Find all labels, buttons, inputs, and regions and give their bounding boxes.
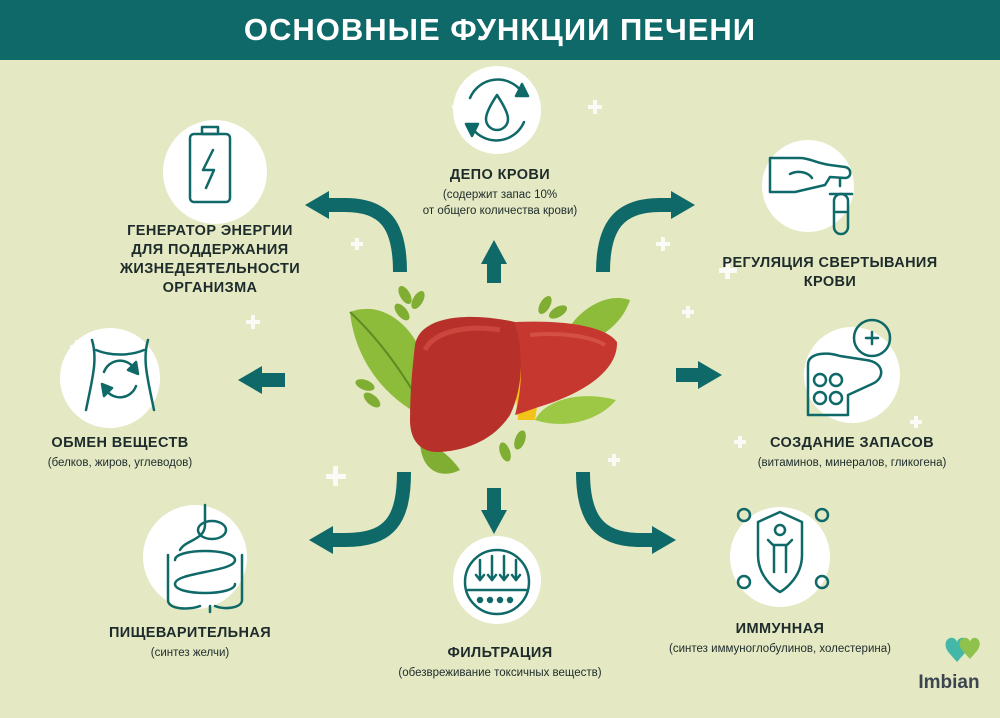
filtration-sub: (обезвреживание токсичных веществ) — [398, 667, 602, 679]
brand-name: Imbian — [918, 672, 980, 693]
block-energy: ГЕНЕРАТОР ЭНЕРГИИ ДЛЯ ПОДДЕРЖАНИЯ ЖИЗНЕД… — [95, 222, 325, 298]
block-metabolism: ОБМЕН ВЕЩЕСТВ (белков, жиров, углеводов) — [10, 434, 230, 471]
arrows — [258, 198, 702, 547]
block-filtration: ФИЛЬТРАЦИЯ (обезвреживание токсичных вещ… — [355, 644, 645, 681]
immune-sub: (синтез иммуноглобулинов, холестерина) — [669, 643, 891, 655]
vitamins-liver-icon — [806, 318, 892, 417]
energy-title-line4: ОРГАНИЗМА — [162, 280, 258, 296]
blood-depot-sub-line2: от общего количества крови) — [422, 205, 578, 217]
blood-depot-sub-line1: (содержит запас 10% — [442, 189, 558, 201]
battery-icon — [188, 125, 232, 204]
block-coagulation: РЕГУЛЯЦИЯ СВЕРТЫВАНИЯ КРОВИ — [700, 254, 960, 292]
energy-title-line2: ДЛЯ ПОДДЕРЖАНИЯ — [131, 242, 289, 258]
block-immune: ИММУННАЯ (синтез иммуноглобулинов, холес… — [630, 620, 930, 657]
metabolism-title: ОБМЕН ВЕЩЕСТВ — [51, 435, 189, 451]
energy-title-line1: ГЕНЕРАТОР ЭНЕРГИИ — [127, 223, 293, 239]
block-storage: СОЗДАНИЕ ЗАПАСОВ (витаминов, минералов, … — [712, 434, 992, 471]
arrow-heads — [238, 191, 722, 554]
filtration-title: ФИЛЬТРАЦИЯ — [447, 645, 553, 661]
coagulation-title-line2: КРОВИ — [803, 274, 857, 290]
arrow-digestive — [330, 471, 411, 547]
metabolism-sub: (белков, жиров, углеводов) — [47, 457, 193, 469]
coagulation-title-line1: РЕГУЛЯЦИЯ СВЕРТЫВАНИЯ — [722, 255, 938, 271]
arrow-immune — [576, 471, 655, 547]
storage-title: СОЗДАНИЕ ЗАПАСОВ — [769, 435, 935, 451]
immune-title: ИММУННАЯ — [735, 621, 825, 637]
page-title: ОСНОВНЫЕ ФУНКЦИИ ПЕЧЕНИ — [243, 12, 757, 47]
energy-title-line3: ЖИЗНЕДЕЯТЕЛЬНОСТИ — [119, 261, 301, 277]
arrow-coagulation — [596, 198, 675, 273]
digestive-title: ПИЩЕВАРИТЕЛЬНАЯ — [108, 625, 272, 641]
brand-logo-icon — [945, 637, 980, 662]
blood-depot-title: ДЕПО КРОВИ — [449, 167, 551, 183]
liver-illustration — [410, 316, 618, 453]
filter-icon — [463, 548, 531, 616]
immune-shield-icon — [736, 507, 830, 594]
blood-drop-cycle-icon — [464, 78, 530, 142]
block-digestive: ПИЩЕВАРИТЕЛЬНАЯ (синтез желчи) — [80, 624, 300, 661]
finger-blood-test-icon — [768, 156, 854, 236]
storage-sub: (витаминов, минералов, гликогена) — [757, 457, 947, 469]
intestine-icon — [166, 503, 244, 614]
header-bar — [0, 0, 1000, 60]
blood-depot-sub: (содержит запас 10% от общего количества … — [395, 187, 605, 219]
arrow-energy — [326, 198, 407, 273]
block-blood-depot: ДЕПО КРОВИ (содержит запас 10% от общего … — [395, 166, 605, 219]
body-metabolism-icon — [84, 338, 156, 412]
digestive-sub: (синтез желчи) — [150, 647, 230, 659]
